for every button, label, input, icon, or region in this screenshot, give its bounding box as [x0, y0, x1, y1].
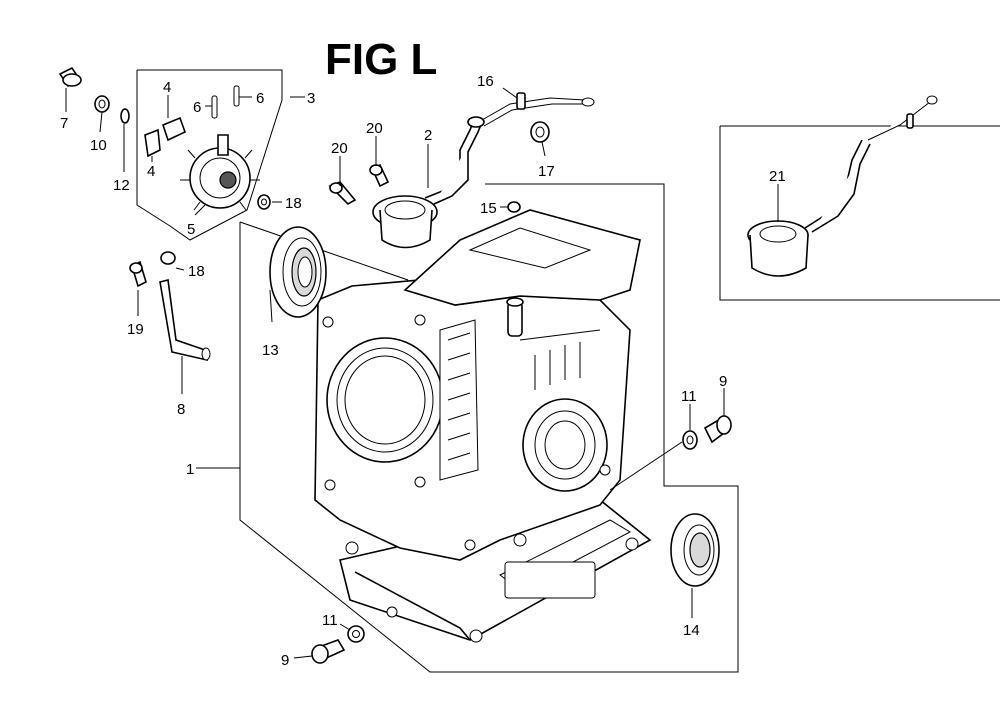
callout-6-right: 6 [256, 90, 264, 107]
callout-17: 17 [538, 163, 555, 180]
callout-5: 5 [187, 221, 195, 238]
wire-16 [481, 92, 595, 127]
callout-11-right: 11 [681, 388, 697, 405]
callout-7: 7 [60, 115, 68, 132]
callout-16: 16 [477, 73, 494, 90]
oil-seal-14 [670, 513, 720, 587]
callout-10: 10 [90, 137, 107, 154]
callout-2: 2 [424, 127, 432, 144]
callout-21: 21 [769, 168, 786, 185]
dipstick-8 [159, 279, 211, 362]
bolt-9-lower [311, 639, 346, 664]
callout-4-upper: 4 [163, 79, 171, 96]
washer-18-upper [257, 194, 271, 210]
callout-labels: 1 2 3 4 4 5 6 6 7 8 9 9 10 11 11 12 13 1… [60, 73, 786, 669]
nut-15 [507, 201, 521, 213]
washer-10 [94, 95, 110, 113]
oil-alert-unit-21 [747, 95, 938, 277]
callout-18-upper: 18 [285, 195, 302, 212]
callout-19: 19 [127, 321, 144, 338]
nut-17 [530, 121, 550, 143]
bolt-7 [58, 66, 82, 88]
bolt-9-right [703, 415, 732, 444]
callout-6-left: 6 [193, 99, 201, 116]
callout-14: 14 [683, 622, 700, 639]
callout-3: 3 [307, 90, 315, 107]
callout-1: 1 [186, 461, 194, 478]
callout-8: 8 [177, 401, 185, 418]
washer-18-lower [160, 251, 176, 265]
bolt-20-left [328, 181, 357, 205]
oil-seal-13 [269, 226, 327, 318]
crankcase-group-outline [239, 183, 739, 673]
crankcase [314, 209, 652, 643]
callout-9-right: 9 [719, 373, 727, 390]
callout-4-lower: 4 [147, 163, 155, 180]
figure-title: FIG L [325, 35, 437, 84]
callout-13: 13 [262, 342, 279, 359]
oil-level-switch-2 [372, 116, 485, 249]
leader-lines [65, 87, 779, 659]
callout-20-right: 20 [366, 120, 383, 137]
washer-11-right [682, 430, 698, 450]
bolt-19 [129, 260, 147, 288]
callout-15: 15 [480, 200, 497, 217]
washer-12 [120, 108, 130, 124]
callout-18-lower: 18 [188, 263, 205, 280]
callout-20-left: 20 [331, 140, 348, 157]
callout-12: 12 [113, 177, 130, 194]
oil-pump-group-outline [136, 69, 283, 241]
callout-11-lower: 11 [322, 612, 338, 629]
callout-9-lower: 9 [281, 652, 289, 669]
bolt-20-right [369, 163, 390, 188]
washer-11-lower [347, 625, 365, 643]
oil-pump-assembly [144, 85, 260, 211]
